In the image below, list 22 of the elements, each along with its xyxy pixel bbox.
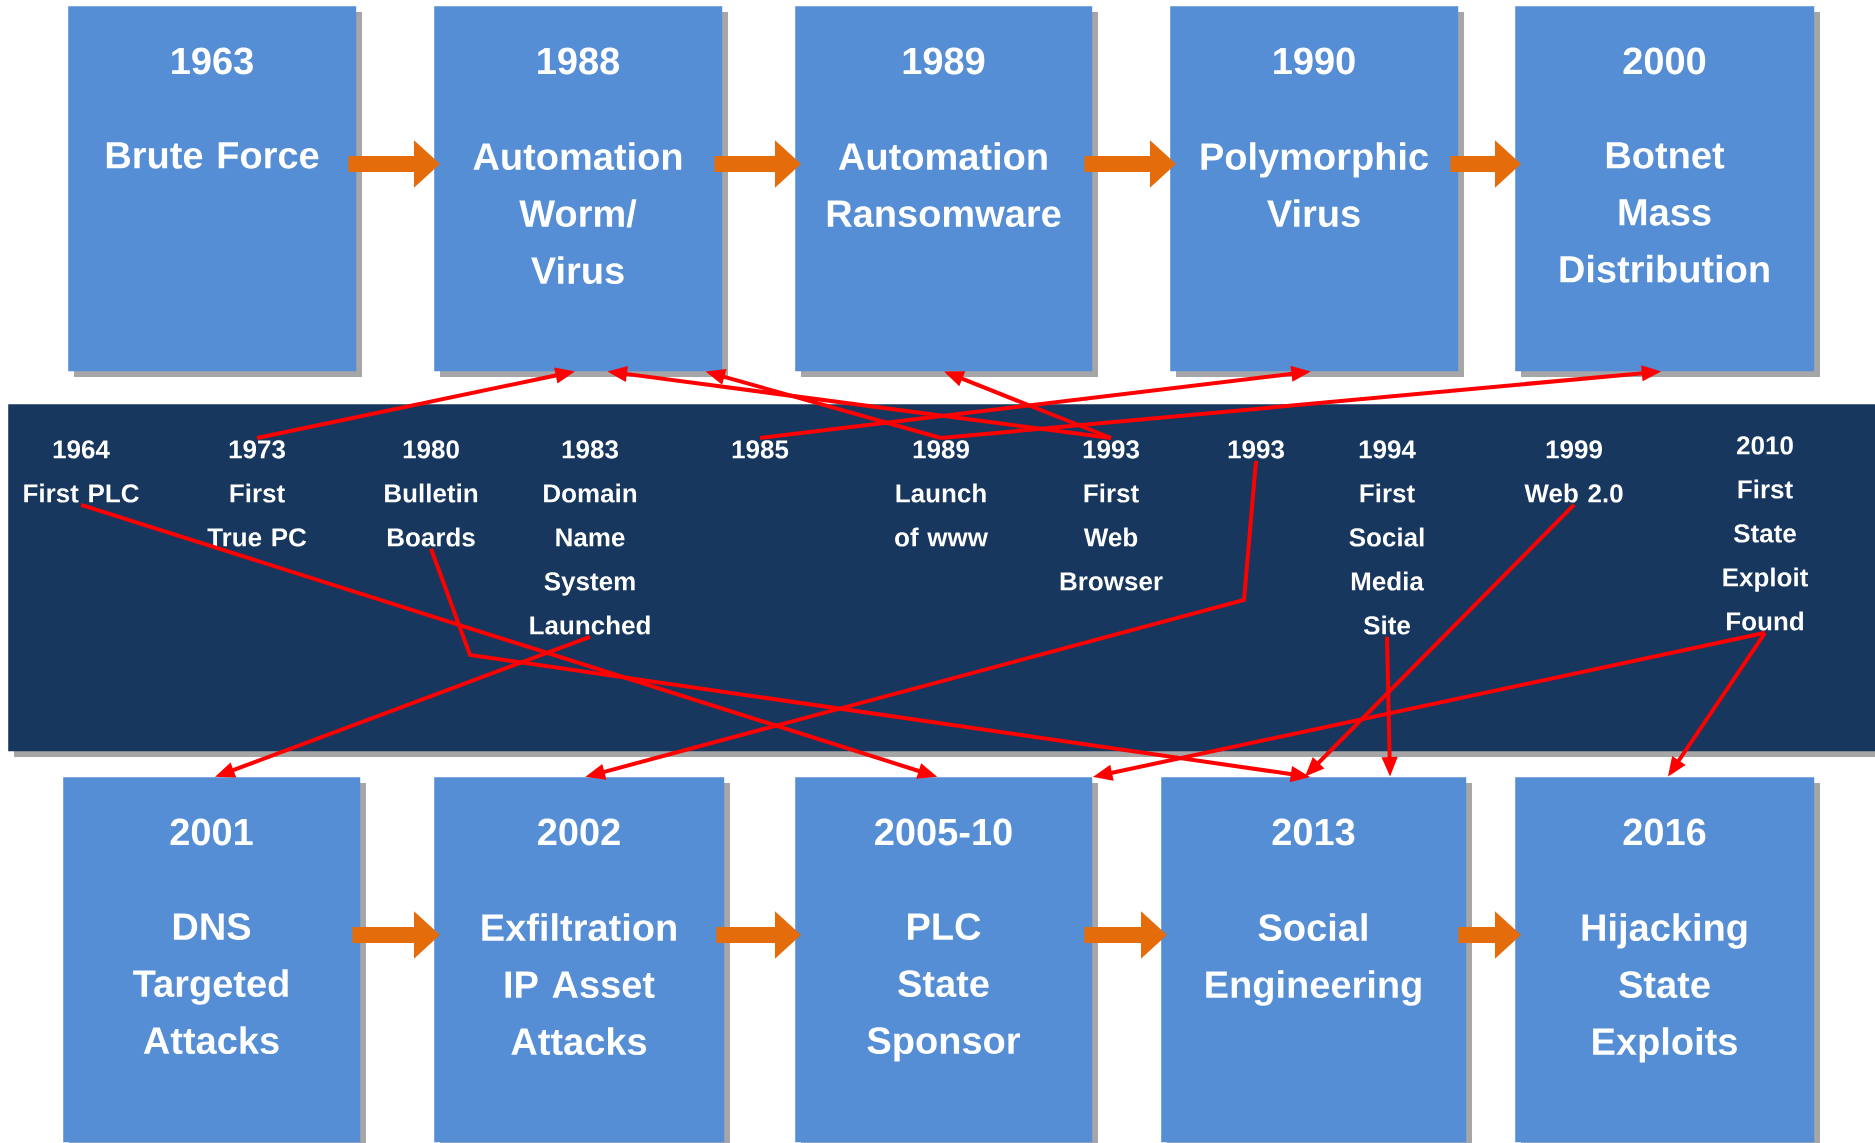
- milestone-label: 2010 First State Exploit Found: [1723, 436, 1809, 631]
- milestone-label: 1989 Launch of www: [895, 440, 988, 547]
- timeline-box: 2001 DNS Targeted Attacks: [63, 777, 366, 1143]
- timeline-box: 2013 Social Engineering: [1161, 777, 1472, 1143]
- milestone-label: 1993: [1228, 440, 1284, 459]
- timeline-box: 2000 Botnet Mass Distribution: [1515, 6, 1820, 377]
- milestone-label: 1985: [732, 440, 789, 459]
- milestone-label: 1964 First PLC: [24, 440, 139, 503]
- timeline-box: 2016 Hijacking State Exploits: [1515, 777, 1820, 1143]
- milestone-label: 1973 First True PC: [207, 440, 307, 547]
- milestone-label: 1993 First Web Browser: [1060, 440, 1163, 591]
- milestone-label: 1994 First Social Media Site: [1349, 440, 1425, 635]
- timeline-box: 2005-10 PLC State Sponsor: [795, 777, 1098, 1143]
- timeline-box: 1990 Polymorphic Virus: [1170, 6, 1464, 377]
- milestone-label: 1980 Bulletin Boards: [385, 440, 478, 547]
- timeline-band: [8, 404, 1875, 757]
- timeline-box: 1989 Automation Ransomware: [795, 6, 1098, 377]
- timeline-box: 2002 Exfiltration IP Asset Attacks: [434, 777, 730, 1143]
- milestone-label: 1999 Web 2.0: [1524, 440, 1623, 503]
- milestone-label: 1983 Domain Name System Launched: [530, 440, 650, 635]
- timeline-box: 1963 Brute Force: [68, 6, 362, 377]
- timeline-box: 1988 Automation Worm/ Virus: [434, 6, 728, 377]
